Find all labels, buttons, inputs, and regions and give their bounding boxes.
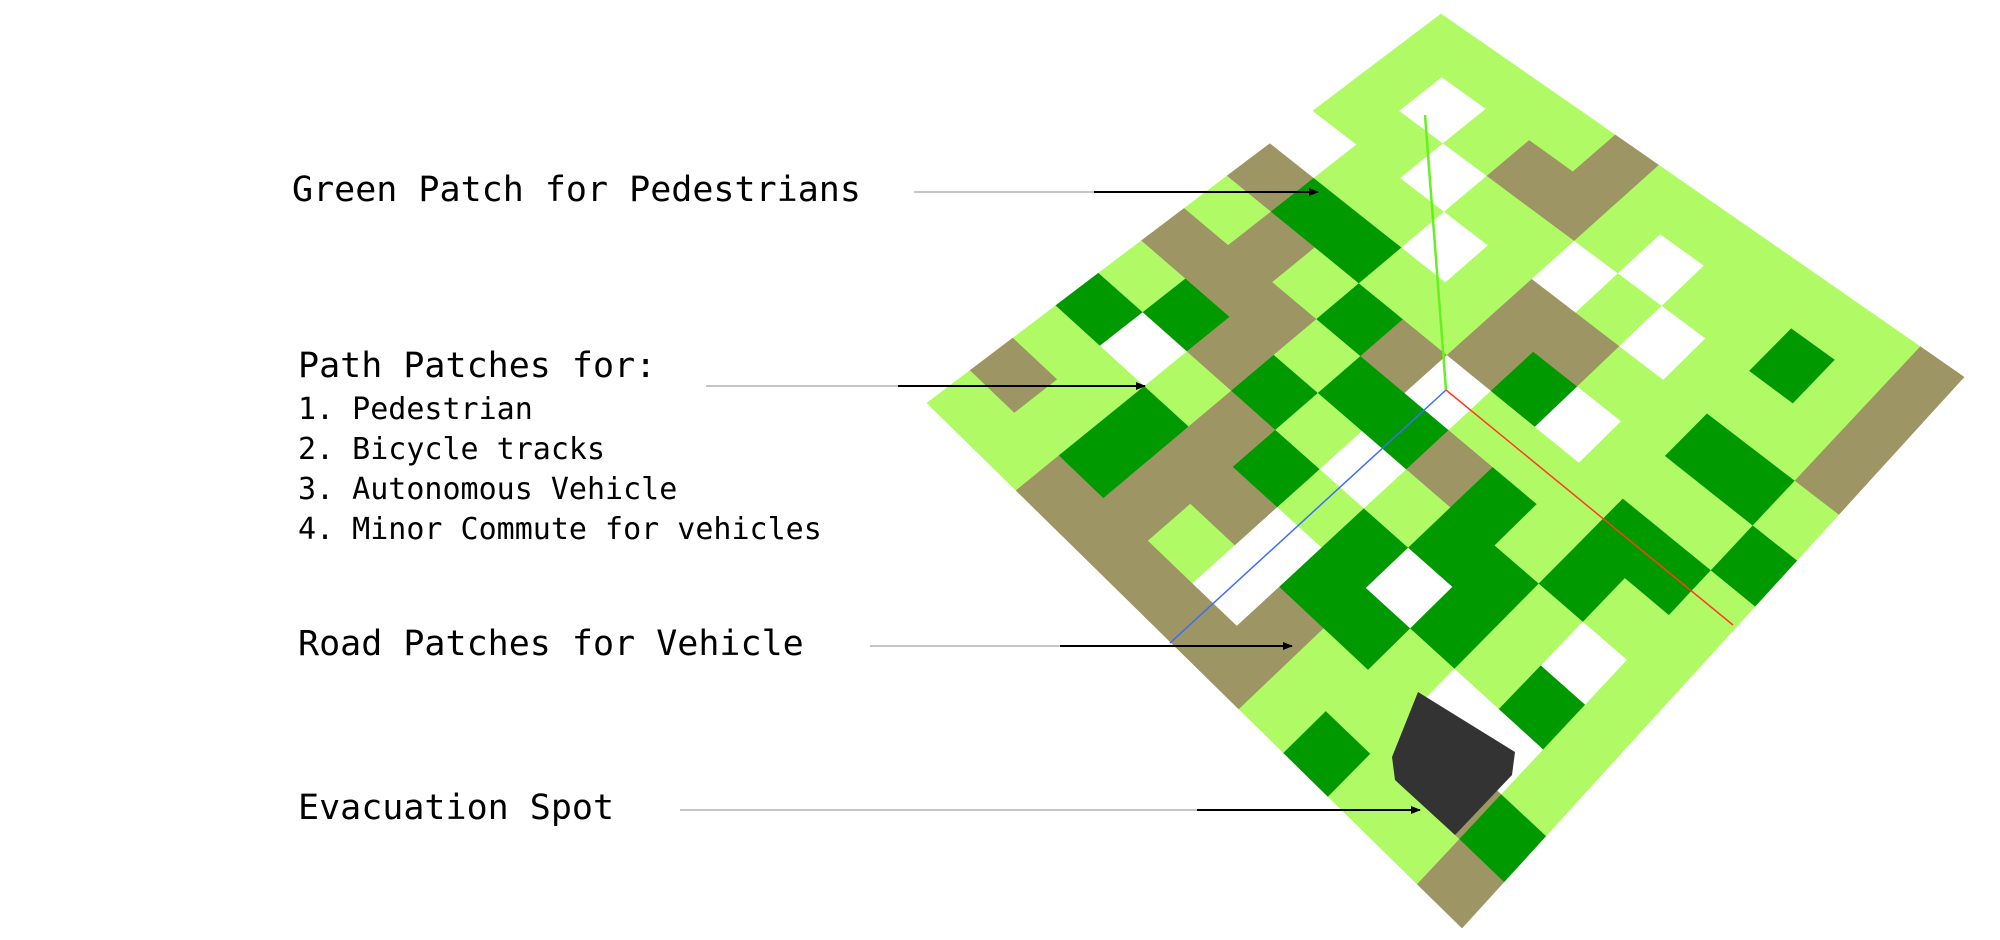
evacuation-block xyxy=(1392,692,1515,835)
label-road-patches: Road Patches for Vehicle xyxy=(298,624,804,664)
x-axis-line xyxy=(1445,389,1734,626)
label-path-patches: Path Patches for: 1. Pedestrian 2. Bicyc… xyxy=(298,346,822,550)
label-evacuation-spot: Evacuation Spot xyxy=(298,788,615,828)
y-axis-line xyxy=(1423,114,1448,391)
road-tile xyxy=(1416,839,1505,929)
label-path-item: 4. Minor Commute for vehicles xyxy=(298,512,822,547)
label-path-item: 2. Bicycle tracks xyxy=(298,432,606,467)
grid-tiles xyxy=(926,13,1965,929)
label-path-item: 3. Autonomous Vehicle xyxy=(298,472,678,507)
axes-gizmo xyxy=(1169,114,1734,644)
annotation-arrows xyxy=(680,188,1421,814)
label-path-patches-title: Path Patches for: xyxy=(298,346,657,386)
evacuation-block-shape xyxy=(1392,692,1515,835)
label-path-item: 1. Pedestrian xyxy=(298,392,533,427)
label-green-patch: Green Patch for Pedestrians xyxy=(292,170,861,210)
z-axis-line xyxy=(1169,389,1447,644)
